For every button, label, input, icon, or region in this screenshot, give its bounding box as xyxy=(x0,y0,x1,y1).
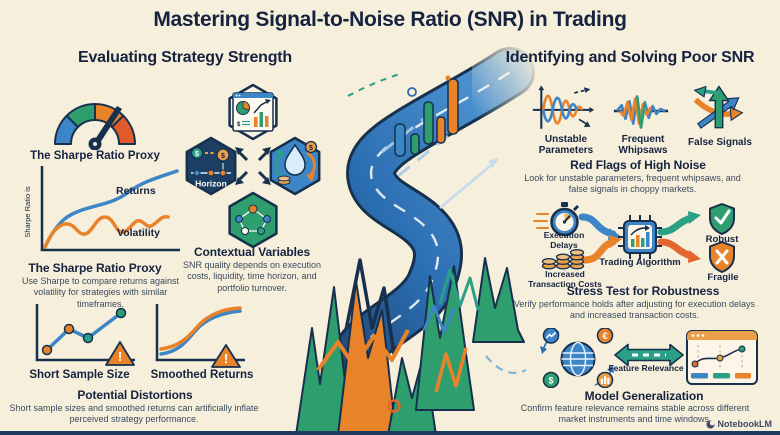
warning-triangle-icon: ! xyxy=(211,344,241,368)
false-signals-label: False Signals xyxy=(688,137,752,148)
contextual-variables-hexagons: $ $ $ Horizon xyxy=(185,83,321,248)
sharpe-ratio-chart: Sharpe Ratio is Returns Volatility xyxy=(23,166,180,252)
fragile-shield-icon xyxy=(709,241,735,273)
returns-series-label: Returns xyxy=(116,185,156,197)
watermark-text: NotebookLM xyxy=(717,419,773,429)
left-section-header: Evaluating Strategy Strength xyxy=(78,49,292,66)
stress-test-heading: Stress Test for Robustness xyxy=(566,284,720,298)
fragile-label: Fragile xyxy=(707,272,739,283)
outward-arrows-icon xyxy=(238,151,268,181)
network-hexagon xyxy=(228,191,278,248)
svg-text:!: ! xyxy=(224,351,228,366)
distortions-description: Short sample sizes and smoothed returns … xyxy=(9,403,259,425)
svg-text:$: $ xyxy=(221,153,225,160)
smoothed-returns-chart: ! xyxy=(155,304,245,368)
trading-algorithm-label: Trading Algorithm xyxy=(599,257,681,268)
model-generalization-heading: Model Generalization xyxy=(584,389,704,403)
unstable-parameters-label: Unstable Parameters xyxy=(538,134,594,157)
chart-y-axis-label: Sharpe Ratio is xyxy=(23,186,32,238)
svg-text:$: $ xyxy=(237,122,241,128)
chart-badge-icon xyxy=(542,328,560,344)
stress-test-description: Verify performance holds after adjusting… xyxy=(513,299,756,321)
smoothed-returns-label: Smoothed Returns xyxy=(150,369,254,381)
red-flags-heading: Red Flags of High Noise xyxy=(570,158,706,172)
right-section-header: Identifying and Solving Poor SNR xyxy=(505,49,755,66)
feature-relevance-label: Feature Relevance xyxy=(608,363,684,373)
euro-badge-icon: € xyxy=(596,328,614,344)
watermark: NotebookLM xyxy=(706,419,773,429)
unstable-parameters-icon xyxy=(532,85,595,129)
page-title: Mastering Signal-to-Noise Ratio (SNR) in… xyxy=(153,8,627,31)
gauge-icon xyxy=(53,102,137,150)
warning-triangle-icon: ! xyxy=(105,341,135,366)
globe-icon xyxy=(560,341,596,377)
winding-road-illustration xyxy=(295,25,540,435)
frequent-whipsaws-label: Frequent Whipsaws xyxy=(618,134,668,157)
svg-text:€: € xyxy=(602,331,607,341)
stress-test-diagram xyxy=(533,202,735,273)
coins-icon xyxy=(541,249,585,270)
bottom-border xyxy=(0,431,780,435)
short-sample-chart: ! xyxy=(35,304,135,366)
svg-text:!: ! xyxy=(118,349,122,364)
sharpe-heading: The Sharpe Ratio Proxy xyxy=(28,261,162,275)
network-nodes-icon xyxy=(235,204,271,235)
contextual-variables-description: SNR quality depends on execution costs, … xyxy=(182,260,322,293)
model-generalization-description: Confirm feature relevance remains stable… xyxy=(520,403,750,425)
svg-text:$: $ xyxy=(548,375,553,385)
results-window-icon xyxy=(686,330,758,385)
short-sample-label: Short Sample Size xyxy=(29,369,130,381)
trading-algorithm-chip-icon xyxy=(618,215,662,259)
dollar-badge-icon: $ xyxy=(542,371,560,388)
liquidity-drop-icon: $ xyxy=(274,140,318,185)
mini-dashboard-icon: $ xyxy=(232,92,274,132)
horizon-label: Horizon xyxy=(195,179,227,189)
sharpe-description: Use Sharpe to compare returns against vo… xyxy=(21,276,180,309)
horizon-timeline-icon: $ $ xyxy=(190,146,231,177)
svg-text:$: $ xyxy=(309,145,313,152)
frequent-whipsaws-icon xyxy=(613,95,669,129)
robust-shield-icon xyxy=(709,203,735,235)
svg-text:$: $ xyxy=(195,151,199,158)
transaction-costs-label: Increased Transaction Costs xyxy=(528,269,602,289)
notebooklm-logo-icon xyxy=(706,420,715,428)
feature-relevance-arrow xyxy=(614,343,684,367)
execution-delays-label: Execution Delays xyxy=(543,230,585,250)
volatility-series-label: Volatility xyxy=(117,227,160,239)
gauge-label: The Sharpe Ratio Proxy xyxy=(30,150,160,162)
robust-label: Robust xyxy=(705,234,739,245)
red-flags-description: Look for unstable parameters, frequent w… xyxy=(524,173,741,195)
false-signals-icon xyxy=(693,85,744,129)
model-generalization-diagram: € $ xyxy=(540,328,758,388)
distortions-heading: Potential Distortions xyxy=(77,388,193,402)
bars-badge-icon xyxy=(596,371,614,388)
contextual-variables-heading: Contextual Variables xyxy=(193,245,311,259)
stopwatch-icon xyxy=(533,202,580,237)
